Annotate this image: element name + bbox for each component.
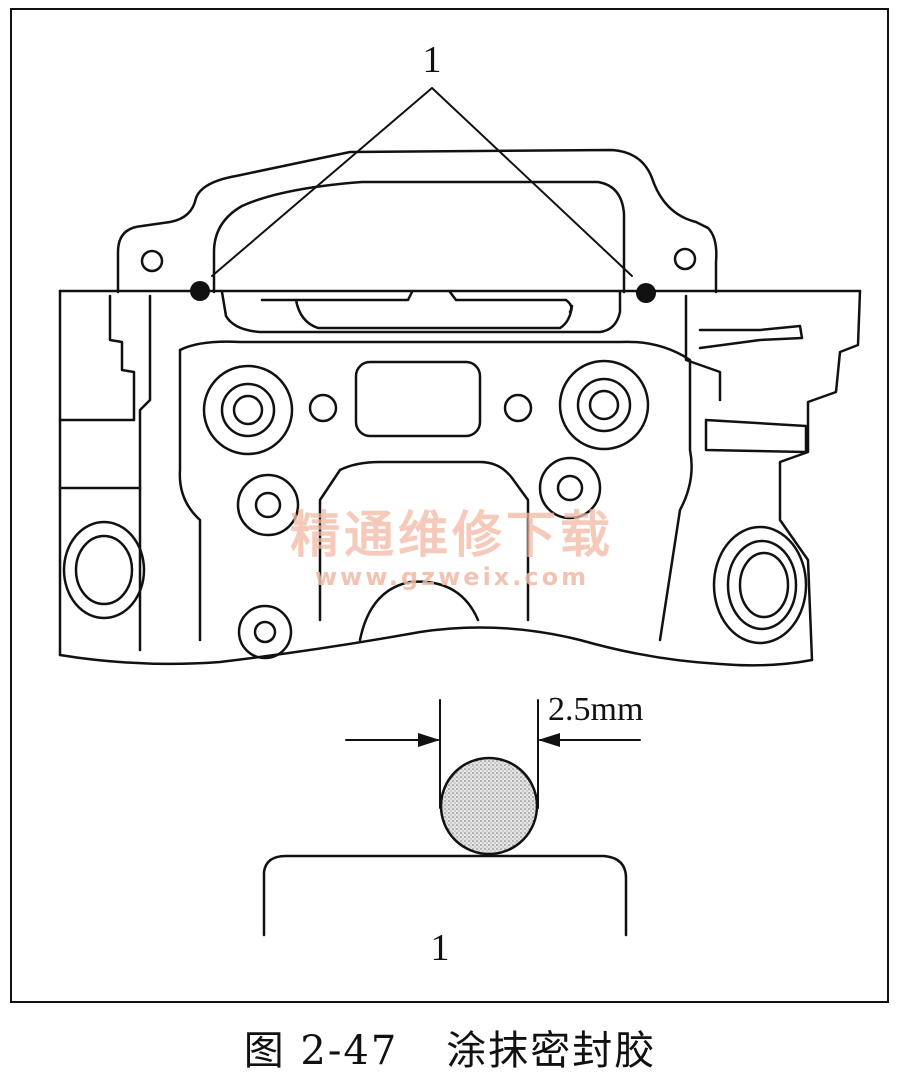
right-bracket-upper bbox=[698, 324, 804, 350]
boss-left-inner bbox=[232, 394, 264, 426]
figure-caption: 图 2-47 涂抹密封胶 bbox=[0, 1018, 900, 1076]
middle-channel bbox=[318, 460, 530, 622]
right-port-outer bbox=[712, 525, 808, 645]
boss-left-outer bbox=[202, 364, 294, 456]
leader-line-left bbox=[211, 87, 433, 277]
body-left-inner bbox=[178, 348, 202, 642]
sealant-bead bbox=[439, 756, 539, 856]
callout-label-top: 1 bbox=[423, 39, 442, 81]
bottom-boss-left bbox=[237, 604, 293, 660]
left-flange bbox=[58, 294, 136, 422]
left-port-inner bbox=[74, 534, 134, 606]
right-bracket bbox=[704, 418, 808, 454]
leader-line-right bbox=[431, 87, 633, 277]
small-hole-left bbox=[308, 393, 338, 423]
lower-boss-right bbox=[538, 456, 602, 520]
left-flange-inner bbox=[138, 294, 152, 652]
small-hole-right bbox=[503, 393, 533, 423]
right-port-mid bbox=[726, 539, 798, 631]
right-port-inner bbox=[738, 551, 790, 619]
gallery-slot bbox=[260, 290, 573, 314]
bottom-boss-center bbox=[358, 580, 480, 642]
bottom-boss-left-inner bbox=[253, 620, 277, 644]
cover-hole-left bbox=[140, 249, 164, 273]
lower-boss-left-inner bbox=[254, 491, 282, 519]
boss-right-outer bbox=[558, 359, 650, 451]
dimension-arrowhead-left bbox=[418, 733, 440, 747]
callout-label-bottom: 1 bbox=[431, 927, 450, 969]
surface-profile bbox=[262, 854, 628, 937]
watermark-url: www.gzweix.com bbox=[314, 563, 590, 591]
boss-right-inner bbox=[588, 389, 620, 421]
watermark-main: 精通维修下载 bbox=[290, 505, 614, 564]
boss-right-mid bbox=[576, 377, 632, 433]
figure-frame bbox=[10, 8, 889, 1003]
left-port-outer bbox=[62, 520, 146, 620]
central-port bbox=[354, 360, 482, 438]
watermark: 精通维修下载 www.gzweix.com bbox=[272, 495, 632, 591]
dimension-label: 2.5mm bbox=[548, 691, 643, 728]
cover-outer-outline bbox=[116, 148, 718, 294]
sealant-point-left bbox=[190, 281, 210, 301]
figure-number: 图 2-47 bbox=[243, 1028, 399, 1074]
figure-title: 涂抹密封胶 bbox=[446, 1028, 657, 1074]
gallery-slot-lower bbox=[294, 298, 574, 330]
sealant-point-right bbox=[636, 283, 656, 303]
break-line bbox=[58, 626, 814, 667]
boss-left-mid bbox=[220, 382, 276, 438]
cover-inner-outline bbox=[212, 180, 626, 294]
head-right-edge bbox=[778, 289, 862, 662]
dimension-arrowhead-right bbox=[538, 733, 560, 747]
cover-hole-right bbox=[673, 247, 697, 271]
body-inner-contour bbox=[178, 340, 693, 642]
right-flange bbox=[684, 294, 722, 402]
lower-boss-right-inner bbox=[556, 474, 584, 502]
lower-boss-left bbox=[236, 473, 300, 537]
cover-inner-tongue bbox=[220, 290, 622, 334]
